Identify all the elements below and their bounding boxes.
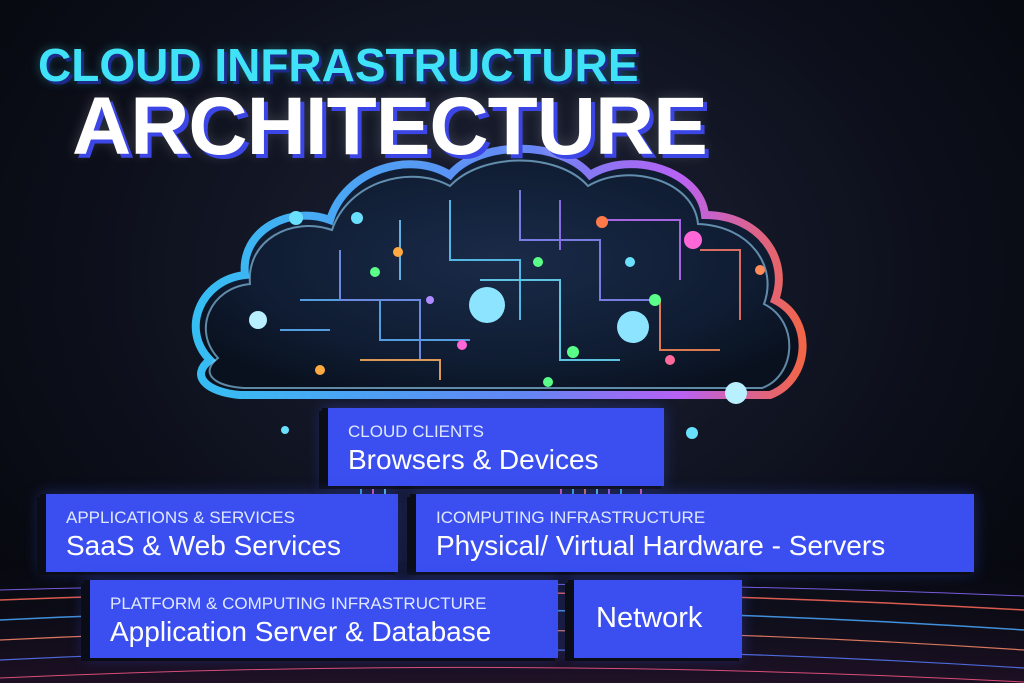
applications-services-label: SaaS & Web Services xyxy=(66,530,341,561)
cloud-clients-label: Browsers & Devices xyxy=(348,444,599,475)
platform-infrastructure-label: Application Server & Database xyxy=(110,616,492,647)
network-label: Network xyxy=(596,602,703,634)
applications-services-category: APPLICATIONS & SERVICES xyxy=(66,508,295,527)
computing-infrastructure-label: Physical/ Virtual Hardware - Servers xyxy=(436,530,886,561)
title-cloud-infrastructure: CLOUD INFRASTRUCTURE xyxy=(38,39,639,91)
cloud-clients-category: CLOUD CLIENTS xyxy=(348,422,485,441)
cloud-clients-box: CLOUD CLIENTS Browsers & Devices xyxy=(322,408,664,486)
computing-infrastructure-box: ICOMPUTING INFRASTRUCTURE Physical/ Virt… xyxy=(410,494,974,572)
cloud-shape xyxy=(191,144,807,399)
title-architecture: ARCHITECTURE xyxy=(72,81,708,172)
platform-infrastructure-box: PLATFORM & COMPUTING INFRASTRUCTURE Appl… xyxy=(84,580,558,658)
applications-services-box: APPLICATIONS & SERVICES SaaS & Web Servi… xyxy=(40,494,398,572)
computing-infrastructure-category: ICOMPUTING INFRASTRUCTURE xyxy=(436,508,706,527)
circuit-traces xyxy=(280,190,741,380)
platform-infrastructure-category: PLATFORM & COMPUTING INFRASTRUCTURE xyxy=(110,594,487,613)
network-box: Network xyxy=(568,580,742,658)
circuit-nodes xyxy=(249,211,765,439)
